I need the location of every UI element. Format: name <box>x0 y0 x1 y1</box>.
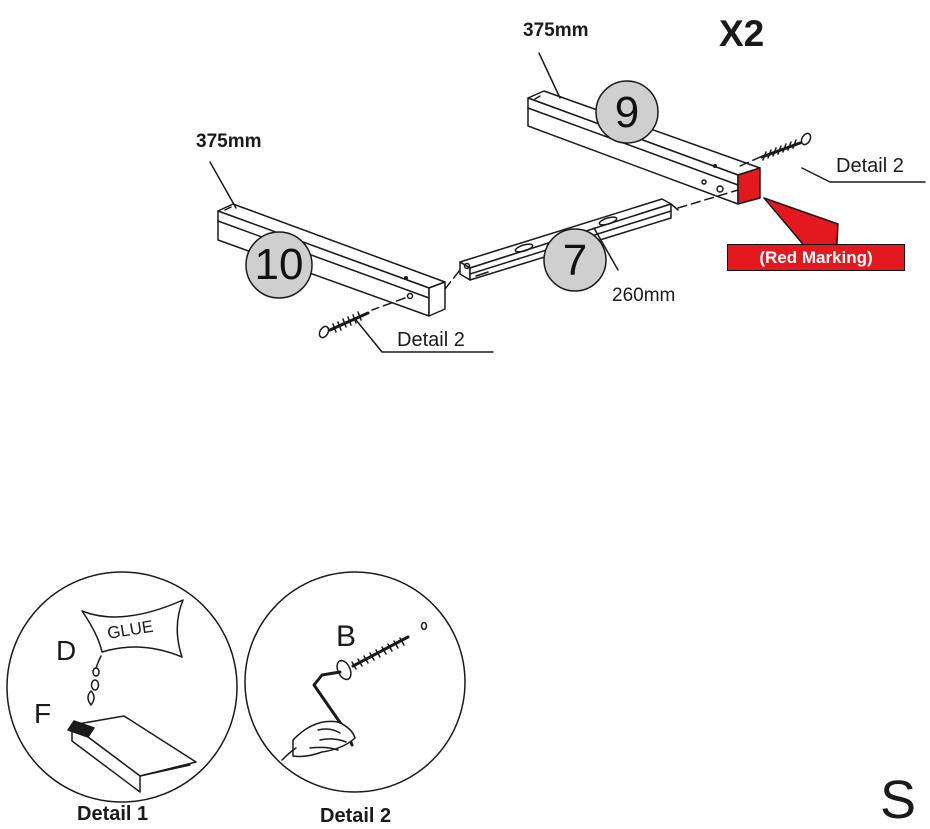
detail-1-letter-d: D <box>56 635 77 666</box>
detail-1-caption: Detail 1 <box>77 803 149 825</box>
detail-callout-top: Detail 2 <box>836 155 904 177</box>
leader-lines <box>209 52 926 353</box>
badge-number-10: 10 <box>254 240 304 289</box>
quantity-label: X2 <box>719 13 765 54</box>
detail-callout-bottom: Detail 2 <box>397 329 465 351</box>
detail-1-illustration <box>6 571 238 803</box>
dimension-part-10: 375mm <box>196 131 262 152</box>
bolt-bottom <box>318 311 370 339</box>
detail-2-letter-b: B <box>336 620 357 653</box>
detail-2-caption: Detail 2 <box>320 805 392 827</box>
red-marking-label: (Red Marking) <box>727 244 905 271</box>
bolt-top <box>760 132 812 161</box>
page-letter: S <box>880 770 917 829</box>
detail-1-letter-f: F <box>34 698 52 729</box>
badge-number-7: 7 <box>562 236 588 285</box>
dimension-part-7: 260mm <box>612 285 676 306</box>
red-marking-end <box>737 167 761 205</box>
dimension-part-9: 375mm <box>523 20 589 41</box>
badge-part-10 <box>245 231 313 299</box>
detail-2-illustration <box>244 571 466 793</box>
badge-number-9: 9 <box>614 88 640 137</box>
badge-part-7 <box>543 228 607 292</box>
badge-part-9 <box>595 80 659 144</box>
